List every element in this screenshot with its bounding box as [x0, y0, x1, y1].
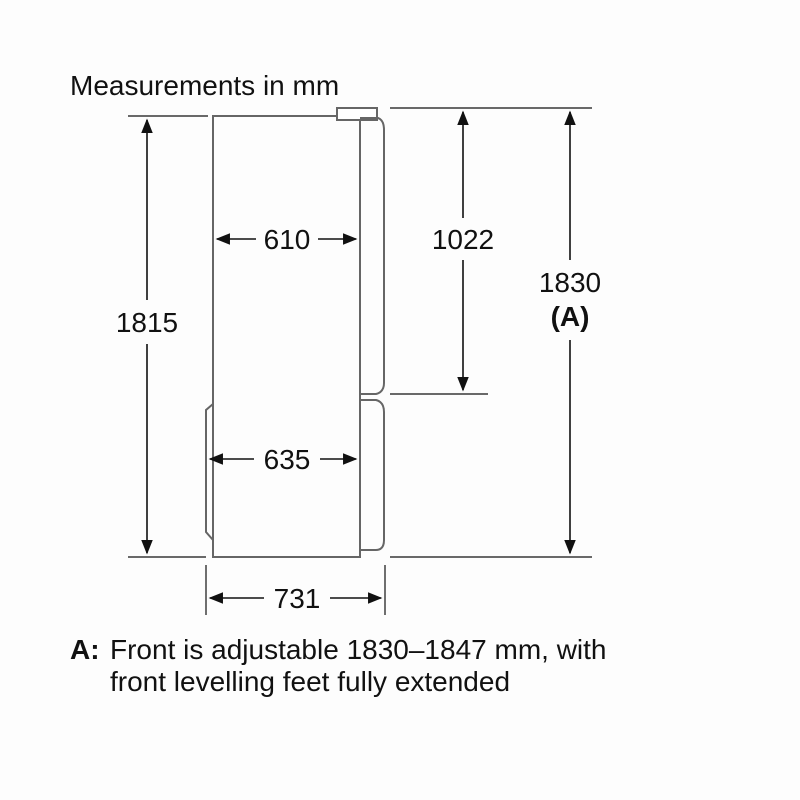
dimension-635: 635 [208, 440, 358, 478]
upper-door [360, 117, 385, 395]
dimension-label-610: 610 [264, 224, 311, 255]
extension-lines [128, 107, 592, 615]
measurements-title: Measurements in mm [70, 70, 339, 101]
cabinet-body [212, 115, 361, 558]
dimension-label-1022: 1022 [432, 224, 494, 255]
footnote-line-1: Front is adjustable 1830–1847 mm, with [110, 634, 607, 665]
appliance-outline [205, 107, 385, 558]
dimension-1022: 1022 [420, 110, 506, 392]
footnote-line-2: front levelling feet fully extended [110, 666, 510, 697]
dimension-731: 731 [208, 579, 383, 617]
dimension-610: 610 [215, 220, 358, 258]
rear-compressor-cover [205, 403, 214, 541]
lower-door [360, 399, 385, 551]
dimension-label-731: 731 [274, 583, 321, 614]
dimension-label-1815: 1815 [116, 307, 178, 338]
dimension-1830: 1830 (A) [526, 110, 614, 555]
footnote-key: A: [70, 634, 100, 665]
dimension-label-635: 635 [264, 444, 311, 475]
dimension-1815: 1815 [105, 118, 189, 555]
dimension-ref-a: (A) [551, 301, 590, 332]
footnote: A: Front is adjustable 1830–1847 mm, wit… [70, 634, 607, 697]
dimension-label-1830: 1830 [539, 267, 601, 298]
